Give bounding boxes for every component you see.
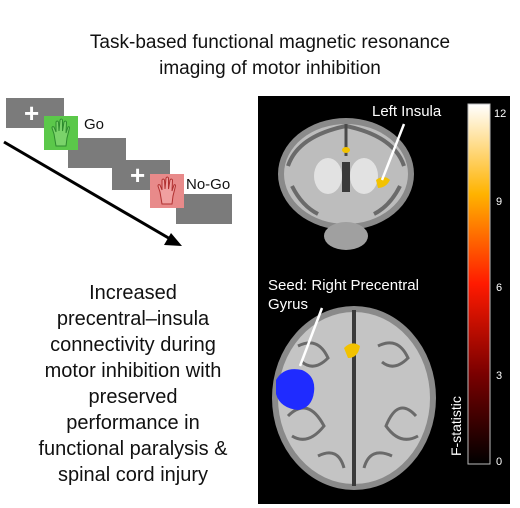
fixation-screen-1: + — [6, 98, 64, 128]
summary-line: precentral–insula — [56, 308, 210, 330]
summary-line: connectivity during — [50, 334, 216, 356]
coronal-brain-slice — [278, 118, 414, 250]
brain-slices — [272, 103, 491, 490]
pointer-left-insula — [380, 123, 406, 181]
go-label: Go — [84, 116, 105, 133]
colorbar-title: F-statistic — [448, 396, 464, 456]
title-line-1: Task-based functional magnetic resonance — [89, 32, 451, 53]
fmri-figure-panel: Left Insula Seed: Right Precentral Gyrus… — [258, 96, 510, 504]
summary-line: functional paralysis & — [38, 438, 228, 460]
nogo-hand-icon — [150, 174, 184, 208]
colorbar-tick: 9 — [496, 196, 503, 208]
activation-blob-left-insula — [376, 177, 390, 188]
activation-blob-midline — [342, 147, 350, 153]
seed-region-right-precentral — [276, 369, 315, 410]
seed-label-line-2: Gyrus — [268, 296, 309, 313]
colorbar — [467, 103, 491, 465]
go-hand-icon — [44, 116, 78, 150]
seed-label-line-1: Seed: Right Precentral — [268, 277, 419, 294]
key-finding-summary: Increased precentral–insula connectivity… — [18, 280, 248, 488]
pointer-seed — [298, 307, 324, 367]
colorbar-tick: 6 — [496, 282, 503, 294]
go-nogo-task-schematic: + Go + No-Go — [0, 90, 250, 260]
summary-line: motor inhibition with — [44, 360, 222, 382]
axial-brain-slice — [272, 306, 436, 490]
colorbar-tick: 3 — [496, 370, 503, 382]
summary-line: Increased — [89, 282, 177, 304]
summary-line: performance in — [66, 412, 200, 434]
fixation-cross: + — [130, 160, 146, 190]
nogo-label: No-Go — [186, 176, 231, 193]
summary-line: spinal cord injury — [57, 464, 209, 486]
summary-line: preserved — [88, 386, 178, 408]
fixation-cross: + — [24, 98, 40, 128]
activation-blob-axial — [344, 343, 360, 358]
seed-label: Seed: Right Precentral Gyrus — [268, 276, 419, 314]
figure-title: Task-based functional magnetic resonance… — [40, 30, 500, 82]
left-insula-label: Left Insula — [372, 103, 442, 120]
nogo-screen — [176, 194, 232, 224]
colorbar-tick: 12 — [494, 108, 507, 120]
colorbar-tick: 0 — [496, 456, 503, 468]
time-arrow — [3, 140, 182, 246]
title-line-2: imaging of motor inhibition — [159, 58, 381, 79]
